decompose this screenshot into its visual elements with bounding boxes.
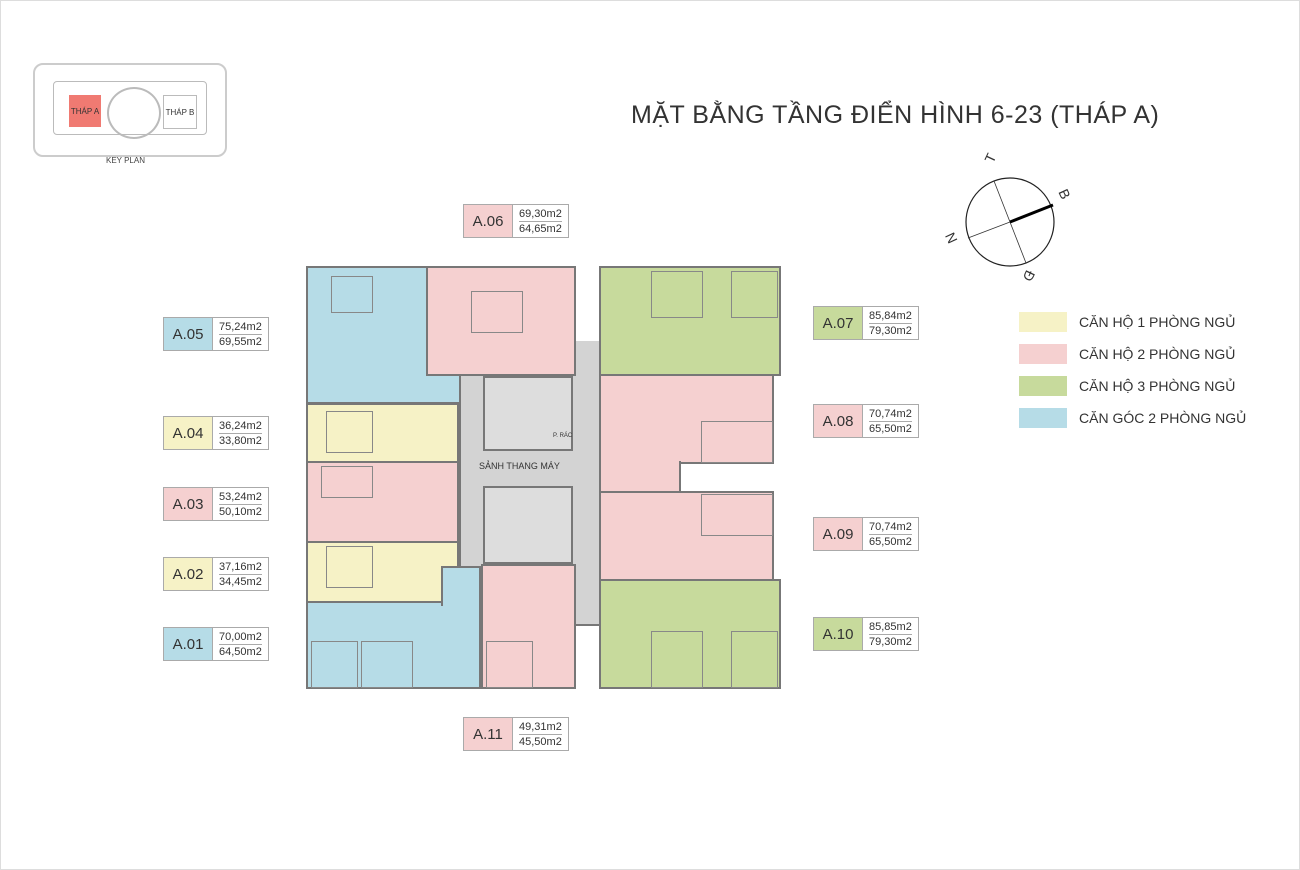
unit-a11[interactable] bbox=[481, 564, 576, 689]
bedroom bbox=[731, 631, 778, 688]
stair-south bbox=[483, 486, 573, 564]
net-area: 64,50m2 bbox=[219, 645, 262, 658]
legend-swatch bbox=[1019, 312, 1067, 332]
gross-area: 75,24m2 bbox=[219, 320, 262, 335]
unit-a01[interactable] bbox=[306, 601, 481, 689]
bedroom bbox=[701, 494, 773, 536]
legend-label: CĂN HỘ 3 PHÒNG NGỦ bbox=[1079, 378, 1236, 394]
elevator-lobby-label: SẢNH THANG MÁY bbox=[479, 461, 560, 471]
net-area: 65,50m2 bbox=[869, 535, 912, 548]
compass-n: N bbox=[941, 230, 961, 246]
bedroom bbox=[486, 641, 533, 688]
unit-code: A.11 bbox=[464, 718, 513, 750]
legend-swatch bbox=[1019, 376, 1067, 396]
gross-area: 70,74m2 bbox=[869, 520, 912, 535]
unit-code: A.02 bbox=[164, 558, 213, 590]
compass-t: T bbox=[981, 150, 1000, 166]
legend-label: CĂN GÓC 2 PHÒNG NGỦ bbox=[1079, 410, 1247, 426]
net-area: 34,45m2 bbox=[219, 575, 262, 588]
compass-d: Đ bbox=[1019, 268, 1039, 284]
bedroom bbox=[471, 291, 523, 333]
legend-item-1br: CĂN HỘ 1 PHÒNG NGỦ bbox=[1019, 306, 1246, 338]
net-area: 64,65m2 bbox=[519, 222, 562, 235]
gross-area: 37,16m2 bbox=[219, 560, 262, 575]
unit-a01-living bbox=[441, 566, 481, 606]
net-area: 79,30m2 bbox=[869, 324, 912, 337]
bedroom bbox=[361, 641, 413, 688]
legend: CĂN HỘ 1 PHÒNG NGỦ CĂN HỘ 2 PHÒNG NGỦ CĂ… bbox=[1019, 306, 1246, 434]
stair-north bbox=[483, 376, 573, 451]
bedroom bbox=[326, 546, 373, 588]
unit-code: A.08 bbox=[814, 405, 863, 437]
gross-area: 70,74m2 bbox=[869, 407, 912, 422]
legend-swatch bbox=[1019, 344, 1067, 364]
legend-item-3br: CĂN HỘ 3 PHÒNG NGỦ bbox=[1019, 370, 1246, 402]
net-area: 79,30m2 bbox=[869, 635, 912, 648]
unit-a06[interactable] bbox=[426, 266, 576, 376]
gross-area: 53,24m2 bbox=[219, 490, 262, 505]
net-area: 50,10m2 bbox=[219, 505, 262, 518]
bedroom bbox=[321, 466, 373, 498]
compass-b: B bbox=[1055, 186, 1074, 202]
bedroom bbox=[701, 421, 773, 463]
gross-area: 69,30m2 bbox=[519, 207, 562, 222]
unit-a07[interactable] bbox=[599, 266, 781, 376]
bedroom bbox=[651, 271, 703, 318]
compass-icon bbox=[965, 177, 1055, 267]
unit-a08[interactable] bbox=[599, 374, 774, 464]
corridor bbox=[573, 341, 601, 613]
bedroom bbox=[326, 411, 373, 453]
net-area: 33,80m2 bbox=[219, 434, 262, 447]
unit-code: A.10 bbox=[814, 618, 863, 650]
legend-swatch bbox=[1019, 408, 1067, 428]
unit-code: A.05 bbox=[164, 318, 213, 350]
bedroom bbox=[651, 631, 703, 688]
legend-item-2br: CĂN HỘ 2 PHÒNG NGỦ bbox=[1019, 338, 1246, 370]
unit-code: A.06 bbox=[464, 205, 513, 237]
unit-a08-a09-link bbox=[599, 461, 681, 493]
net-area: 65,50m2 bbox=[869, 422, 912, 435]
compass: T B N Đ bbox=[942, 151, 1074, 284]
gross-area: 85,85m2 bbox=[869, 620, 912, 635]
bedroom bbox=[731, 271, 778, 318]
gross-area: 36,24m2 bbox=[219, 419, 262, 434]
unit-code: A.04 bbox=[164, 417, 213, 449]
bedroom bbox=[311, 641, 358, 688]
key-plan-tower-a: THÁP A bbox=[69, 95, 101, 127]
key-plan-label: KEY PLAN bbox=[106, 156, 145, 165]
gross-area: 49,31m2 bbox=[519, 720, 562, 735]
key-plan: THÁP A THÁP B bbox=[33, 63, 227, 157]
unit-code: A.01 bbox=[164, 628, 213, 660]
bedroom bbox=[331, 276, 373, 313]
gross-area: 85,84m2 bbox=[869, 309, 912, 324]
key-plan-courtyard bbox=[107, 87, 161, 139]
net-area: 45,50m2 bbox=[519, 735, 562, 748]
legend-label: CĂN HỘ 1 PHÒNG NGỦ bbox=[1079, 314, 1236, 330]
unit-a10[interactable] bbox=[599, 579, 781, 689]
net-area: 69,55m2 bbox=[219, 335, 262, 348]
key-plan-tower-b: THÁP B bbox=[163, 95, 197, 129]
gross-area: 70,00m2 bbox=[219, 630, 262, 645]
trash-room-label: P. RÁC bbox=[553, 433, 573, 439]
unit-code: A.09 bbox=[814, 518, 863, 550]
legend-label: CĂN HỘ 2 PHÒNG NGỦ bbox=[1079, 346, 1236, 362]
unit-code: A.07 bbox=[814, 307, 863, 339]
legend-item-corner-2br: CĂN GÓC 2 PHÒNG NGỦ bbox=[1019, 402, 1246, 434]
page-title: MẶT BẰNG TẦNG ĐIỂN HÌNH 6-23 (THÁP A) bbox=[631, 101, 1160, 129]
unit-code: A.03 bbox=[164, 488, 213, 520]
